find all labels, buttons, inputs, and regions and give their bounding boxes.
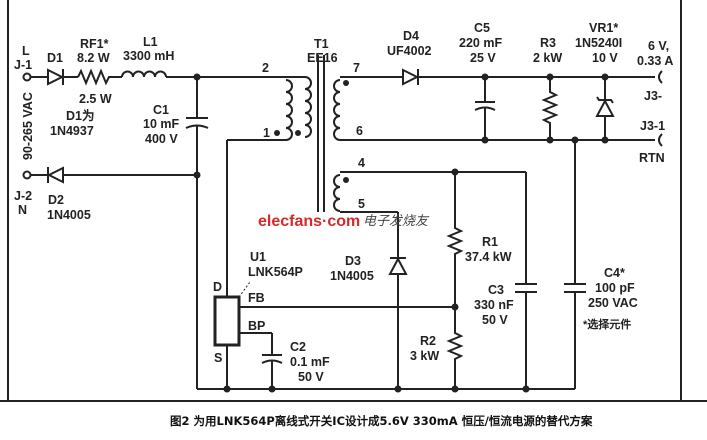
label-pin-5: 5	[358, 197, 365, 211]
terminal-j2	[22, 170, 32, 180]
label-output-voltage: 6 V,	[648, 39, 669, 53]
t1-primary-winding	[227, 76, 312, 141]
c5-capacitor-symbol	[474, 73, 496, 144]
label-c2-voltage: 50 V	[298, 370, 324, 384]
label-r2-value: 3 kW	[410, 349, 439, 363]
rf1-resistor-symbol	[77, 68, 122, 86]
junctions	[223, 385, 530, 393]
label-j2: J-2	[14, 189, 32, 203]
c2-capacitor-symbol	[261, 333, 283, 389]
label-d2: D2	[48, 193, 64, 207]
c1-capacitor-symbol	[185, 77, 209, 389]
label-pin-fb: FB	[248, 291, 265, 305]
label-d4: D4	[403, 29, 419, 43]
label-t1: T1	[314, 37, 329, 51]
label-r3-value: 2 kW	[533, 51, 562, 65]
label-c3: C3	[488, 283, 504, 297]
label-u1-part: LNK564P	[248, 265, 303, 279]
terminal-j1	[22, 72, 32, 82]
label-pin-s: S	[214, 351, 222, 365]
label-pin-7: 7	[353, 61, 360, 75]
label-rtn: RTN	[639, 151, 665, 165]
d4-diode-symbol	[402, 68, 655, 86]
label-c4-note: *选择元件	[583, 317, 631, 331]
c3-capacitor-symbol	[515, 172, 537, 389]
vr1-zener-symbol	[595, 73, 615, 144]
label-j3-1: J3-1	[640, 119, 665, 133]
label-c2-value: 0.1 mF	[290, 355, 330, 369]
label-pin-2: 2	[262, 61, 269, 75]
r1-resistor-symbol	[446, 168, 464, 307]
label-c4: C4*	[604, 266, 625, 280]
label-pin-4: 4	[358, 156, 365, 170]
label-d2-part: 1N4005	[47, 208, 91, 222]
t1-secondary-winding	[333, 76, 655, 141]
label-u1: U1	[250, 250, 266, 264]
label-c5-value: 220 mF	[459, 36, 502, 50]
label-vr1: VR1*	[589, 21, 618, 35]
label-r1-value: 37.4 kW	[465, 250, 512, 264]
terminal-j3-1	[658, 133, 663, 147]
label-c1: C1	[153, 103, 169, 117]
label-t1-part: EE16	[307, 51, 338, 65]
label-neutral: N	[18, 203, 27, 217]
label-l1-value: 3300 mH	[123, 49, 174, 63]
label-r2: R2	[420, 334, 436, 348]
label-rf1-value: 8.2 W	[77, 51, 110, 65]
label-c1-value: 10 mF	[143, 117, 179, 131]
label-c5-voltage: 25 V	[470, 51, 496, 65]
u1-ic-symbol	[213, 140, 455, 389]
t1-core	[317, 55, 325, 212]
label-rf1-power: 2.5 W	[79, 92, 112, 106]
label-c3-voltage: 50 V	[482, 313, 508, 327]
d2-diode-symbol	[31, 166, 197, 184]
label-r1: R1	[482, 235, 498, 249]
label-d3: D3	[345, 254, 361, 268]
label-c5: C5	[474, 21, 490, 35]
label-pin-d: D	[213, 280, 222, 294]
label-d3-part: 1N4005	[330, 269, 374, 283]
label-c2: C2	[290, 340, 306, 354]
label-d1: D1	[47, 51, 63, 65]
label-vr1-voltage: 10 V	[592, 51, 618, 65]
watermark-backdrop	[255, 213, 395, 229]
figure-caption: 图2 为用LNK564P离线式开关IC设计成5.6V 330mA 恒压/恒流电源…	[170, 414, 593, 428]
label-c4-value: 100 pF	[595, 281, 635, 295]
r3-resistor-symbol	[541, 73, 559, 144]
label-d4-part: UF4002	[387, 44, 432, 58]
label-pin-1: 1	[263, 126, 270, 140]
terminal-j3	[658, 70, 663, 84]
c4-capacitor-symbol	[564, 140, 586, 389]
label-rf1: RF1*	[80, 37, 109, 51]
d1-diode-symbol	[31, 68, 78, 86]
label-c4-voltage: 250 VAC	[588, 296, 638, 310]
label-d1-part: 1N4937	[50, 124, 94, 138]
r2-resistor-symbol	[446, 307, 464, 389]
label-vr1-part: 1N5240I	[575, 36, 622, 50]
l1-inductor-symbol	[121, 70, 167, 78]
watermark-cn: 电子发烧友	[363, 214, 430, 229]
t1-bias-winding	[333, 171, 526, 213]
label-pin-bp: BP	[248, 319, 265, 333]
label-output-current: 0.33 A	[637, 54, 673, 68]
label-j1: J-1	[14, 58, 32, 72]
label-d1-note: D1为	[66, 108, 94, 123]
label-j3: J3-	[644, 89, 662, 103]
label-line: L	[22, 44, 30, 58]
label-c1-voltage: 400 V	[145, 132, 178, 146]
label-r3: R3	[540, 36, 556, 50]
label-pin-6: 6	[356, 124, 363, 138]
label-input-voltage: 90-265 VAC	[21, 92, 35, 160]
watermark-brand: elecfans·com	[258, 213, 360, 230]
d3-diode-symbol	[388, 212, 408, 389]
label-l1: L1	[143, 35, 158, 49]
label-c3-value: 330 nF	[474, 298, 514, 312]
